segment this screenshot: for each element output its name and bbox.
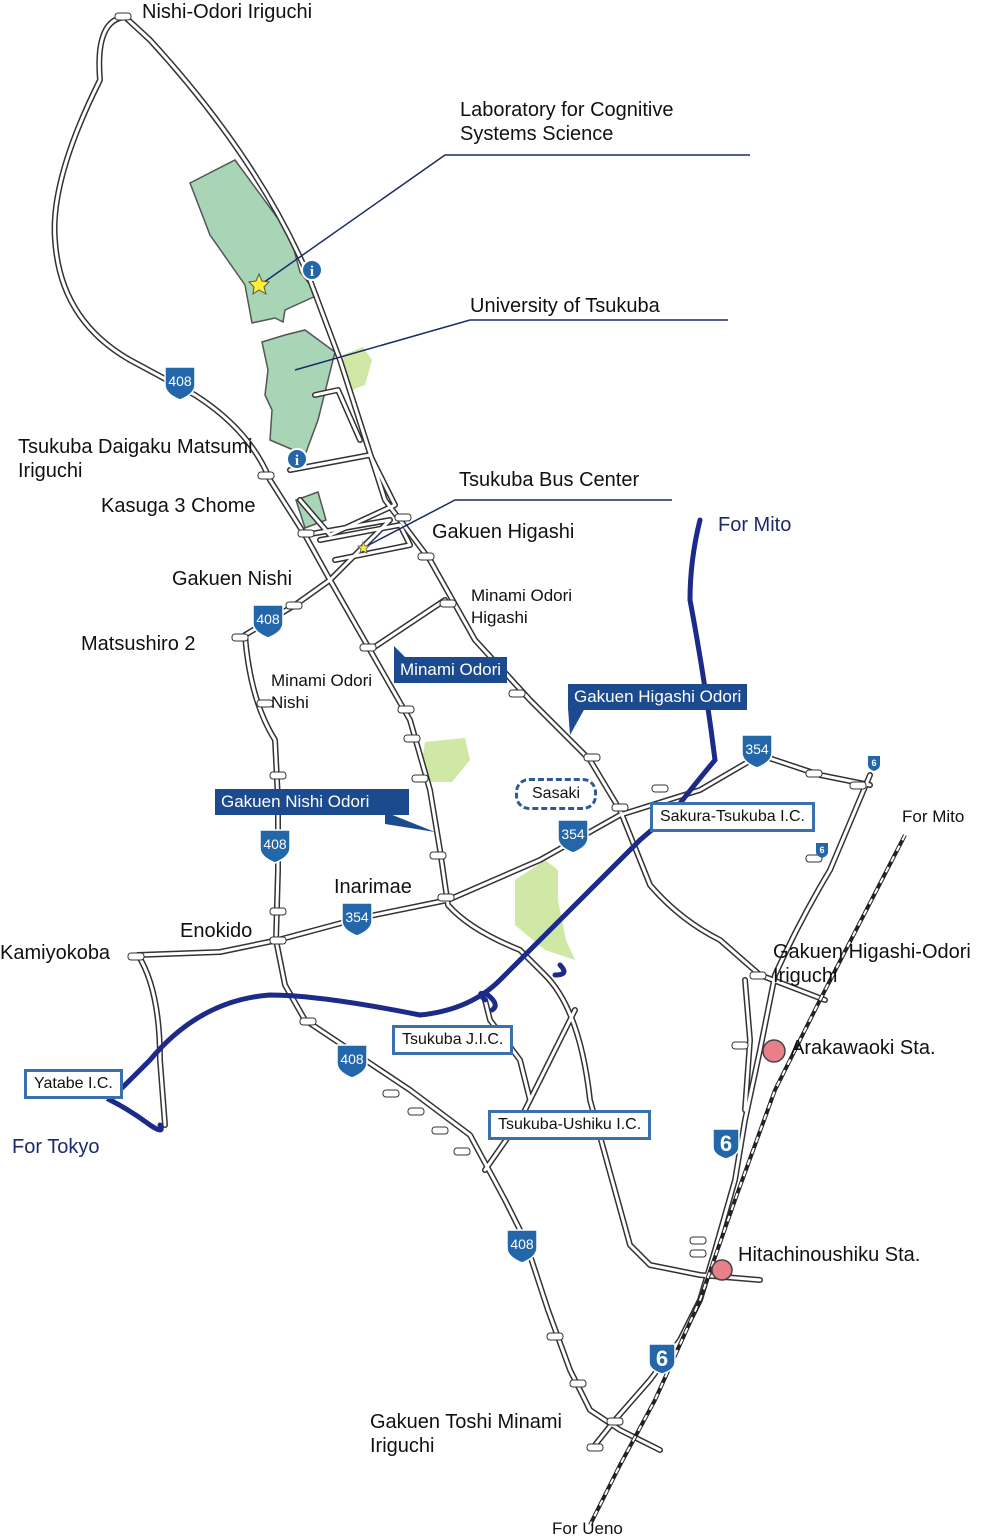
label-for-tokyo: For Tokyo: [12, 1136, 100, 1158]
bus-center-star-icon: [357, 540, 370, 554]
label-enokido: Enokido: [180, 920, 253, 942]
ic-sakura-tsukuba[interactable]: Sakura-Tsukuba I.C.: [650, 802, 815, 832]
info-icon[interactable]: i: [286, 448, 308, 470]
label-bus-center: Tsukuba Bus Center: [459, 469, 640, 491]
label-matsumi-iriguchi: Tsukuba Daigaku Matsumi Iriguchi: [18, 436, 253, 482]
route-6-label: 6: [720, 1131, 732, 1156]
area-sasaki: Sasaki: [515, 778, 598, 810]
label-university: University of Tsukuba: [470, 295, 660, 317]
parks: [343, 347, 575, 960]
label-gakuen-higashi-odori-iriguchi: Gakuen Higashi-Odori Iriguchi: [773, 941, 971, 987]
label-inarimae: Inarimae: [334, 876, 412, 898]
route-408-shields: 408 408 408 408 408: [164, 366, 538, 1264]
route-354-shields: 354 354 354: [341, 734, 773, 937]
route-6-label: 6: [656, 1346, 668, 1371]
route-354-label: 354: [745, 741, 769, 757]
svg-text:i: i: [295, 453, 299, 469]
label-gakuen-higashi: Gakuen Higashi: [432, 521, 575, 543]
road-tag-gakuen-nishi-odori: Gakuen Nishi Odori: [215, 789, 410, 815]
route-408-label: 408: [510, 1236, 534, 1252]
label-for-ueno: For Ueno: [552, 1519, 623, 1538]
route-6-shields: 6 6 6 6: [648, 756, 880, 1375]
label-kamiyokoba: Kamiyokoba: [0, 942, 111, 964]
lab-star-icon: [247, 272, 271, 296]
label-for-mito-expressway: For Mito: [718, 514, 792, 536]
stop-markers: [114, 12, 867, 1452]
label-for-mito-rail: For Mito: [902, 807, 965, 826]
label-matsushiro: Matsushiro 2: [81, 633, 196, 655]
label-gakuen-nishi: Gakuen Nishi: [172, 568, 293, 590]
route-408-label: 408: [263, 836, 287, 852]
route-408-label: 408: [168, 373, 192, 389]
road-tag-gakuen-higashi-odori: Gakuen Higashi Odori: [568, 684, 748, 710]
label-kasuga: Kasuga 3 Chome: [101, 495, 256, 517]
road-network: [51, 14, 873, 1453]
label-nishi-odori-iriguchi: Nishi-Odori Iriguchi: [142, 1, 313, 23]
ic-yatabe[interactable]: Yatabe I.C.: [24, 1069, 123, 1099]
route-354-label: 354: [345, 909, 369, 925]
road-tag-minami-odori: Minami Odori: [394, 657, 508, 683]
label-lab: Laboratory for Cognitive Systems Science: [460, 99, 674, 145]
svg-text:i: i: [310, 264, 314, 280]
route-354-label: 354: [561, 826, 585, 842]
label-minami-odori-nishi: Minami Odori Nishi: [271, 671, 373, 712]
leader-lines: [259, 154, 750, 549]
label-arakawaoki-station: Arakawaoki Sta.: [791, 1037, 936, 1059]
route-6-label: 6: [871, 758, 876, 768]
route-408-label: 408: [340, 1051, 364, 1067]
ic-tsukuba-jic[interactable]: Tsukuba J.I.C.: [392, 1025, 514, 1055]
route-408-label: 408: [256, 611, 280, 627]
ic-tsukuba-ushiku[interactable]: Tsukuba-Ushiku I.C.: [488, 1110, 652, 1140]
label-hitachinoushiku-station: Hitachinoushiku Sta.: [738, 1244, 921, 1266]
info-icon[interactable]: i: [301, 259, 323, 281]
hitachinoushiku-station-marker[interactable]: [711, 1259, 733, 1281]
route-6-label: 6: [819, 845, 824, 855]
railway: [588, 834, 907, 1526]
arakawaoki-station-marker[interactable]: [762, 1039, 786, 1063]
label-minami-odori-higashi: Minami Odori Higashi: [471, 586, 573, 627]
label-gakuen-toshi-minami: Gakuen Toshi Minami Iriguchi: [370, 1411, 562, 1457]
